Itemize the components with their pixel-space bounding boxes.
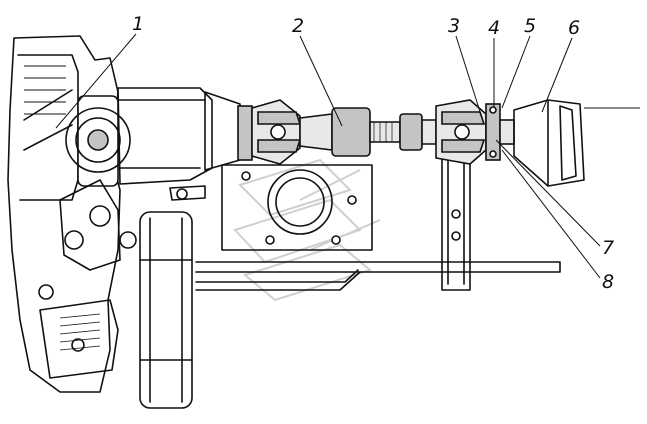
shaft-tube [369,121,401,143]
callout-1: 1 [132,13,144,35]
callout-4: 4 [488,17,500,39]
leader-lines [55,33,601,279]
leader-1 [55,33,137,129]
leader-6 [541,37,573,113]
leader-7 [495,139,601,247]
gearbox-extension [117,87,241,201]
callout-5: 5 [524,15,536,37]
leader-3 [455,35,483,119]
axle-input-housing [513,99,640,187]
callout-7: 7 [602,237,614,259]
front-flange [237,105,253,161]
mounting-plate [221,164,373,251]
leader-5 [501,35,531,109]
frame-crossmember [195,261,561,291]
watermark-logo [233,158,381,302]
brake-drum [139,211,193,409]
leader-8 [501,149,601,279]
flange-nut [499,119,515,145]
slip-sleeve [299,113,333,151]
transmission-housing [7,35,137,393]
rear-support-bracket [441,149,471,291]
callout-6: 6 [568,17,580,39]
callout-2: 2 [292,15,304,37]
driveshaft-assembly [237,99,515,165]
leader-2 [299,35,343,127]
callout-8: 8 [602,271,614,293]
callout-3: 3 [448,15,460,37]
callout-labels: 1 2 3 4 5 6 7 8 [132,13,614,293]
balance-tube [331,107,371,157]
